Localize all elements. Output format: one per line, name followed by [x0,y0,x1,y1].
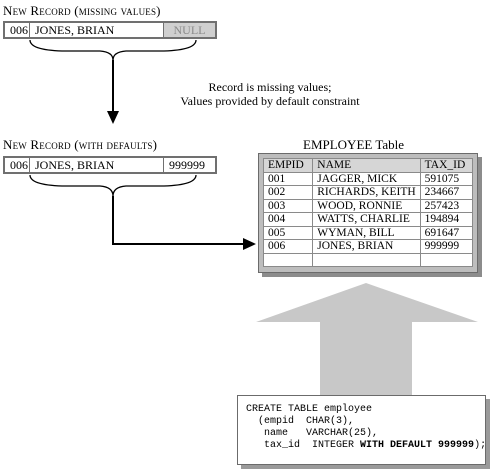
default-record-row: 006 JONES, BRIAN 999999 [3,156,217,174]
sql-line-2: (empid CHAR(3), [246,416,355,427]
sql-line-4-end: ); [474,440,487,451]
missing-name-cell: JONES, BRIAN [30,23,164,37]
note-line-1: Record is missing values; [208,80,332,94]
sql-default-clause: WITH DEFAULT 999999 [360,440,475,451]
default-empid-cell: 006 [5,158,30,172]
col-header-taxid: TAX_ID [419,158,474,173]
cell-taxid [419,252,474,267]
missing-record-row: 006 JONES, BRIAN NULL [3,21,217,39]
default-name-cell: JONES, BRIAN [30,158,164,172]
missing-record-title: New Record (missing values) [3,3,161,18]
create-table-sql-box: CREATE TABLE employee (empid CHAR(3), na… [237,395,486,465]
missing-taxid-null-cell: NULL [164,23,215,37]
sql-line-4-plain: tax_id INTEGER [246,440,361,451]
gray-up-arrow [256,283,478,395]
cell-empid [262,252,314,267]
default-taxid-cell: 999999 [169,158,205,172]
sql-line-4: tax_id INTEGER WITH DEFAULT 999999); [246,440,487,452]
arrow-elbow-shaft [112,196,244,245]
missing-empid-cell: 006 [5,23,30,37]
arrow-elbow-head [243,238,256,250]
col-header-empid: EMPID [262,158,314,173]
employee-table-title: EMPLOYEE Table [303,137,404,153]
employee-table-title-text: EMPLOYEE Table [303,137,405,152]
default-constraint-note: Record is missing values; Values provide… [150,80,390,108]
sql-line-3: name VARCHAR(25), [246,428,379,439]
sql-line-1: CREATE TABLE employee [246,404,373,415]
table-row-empty [262,252,474,267]
note-line-2: Values provided by default constraint [180,94,360,108]
brace-top [29,39,197,61]
employee-table-header-row: EMPID NAME TAX_ID [262,158,474,173]
col-header-name: NAME [312,158,421,173]
brace-bottom [29,174,197,197]
arrow-down-head [107,111,119,124]
default-record-title: New Record (with defaults) [3,137,158,152]
